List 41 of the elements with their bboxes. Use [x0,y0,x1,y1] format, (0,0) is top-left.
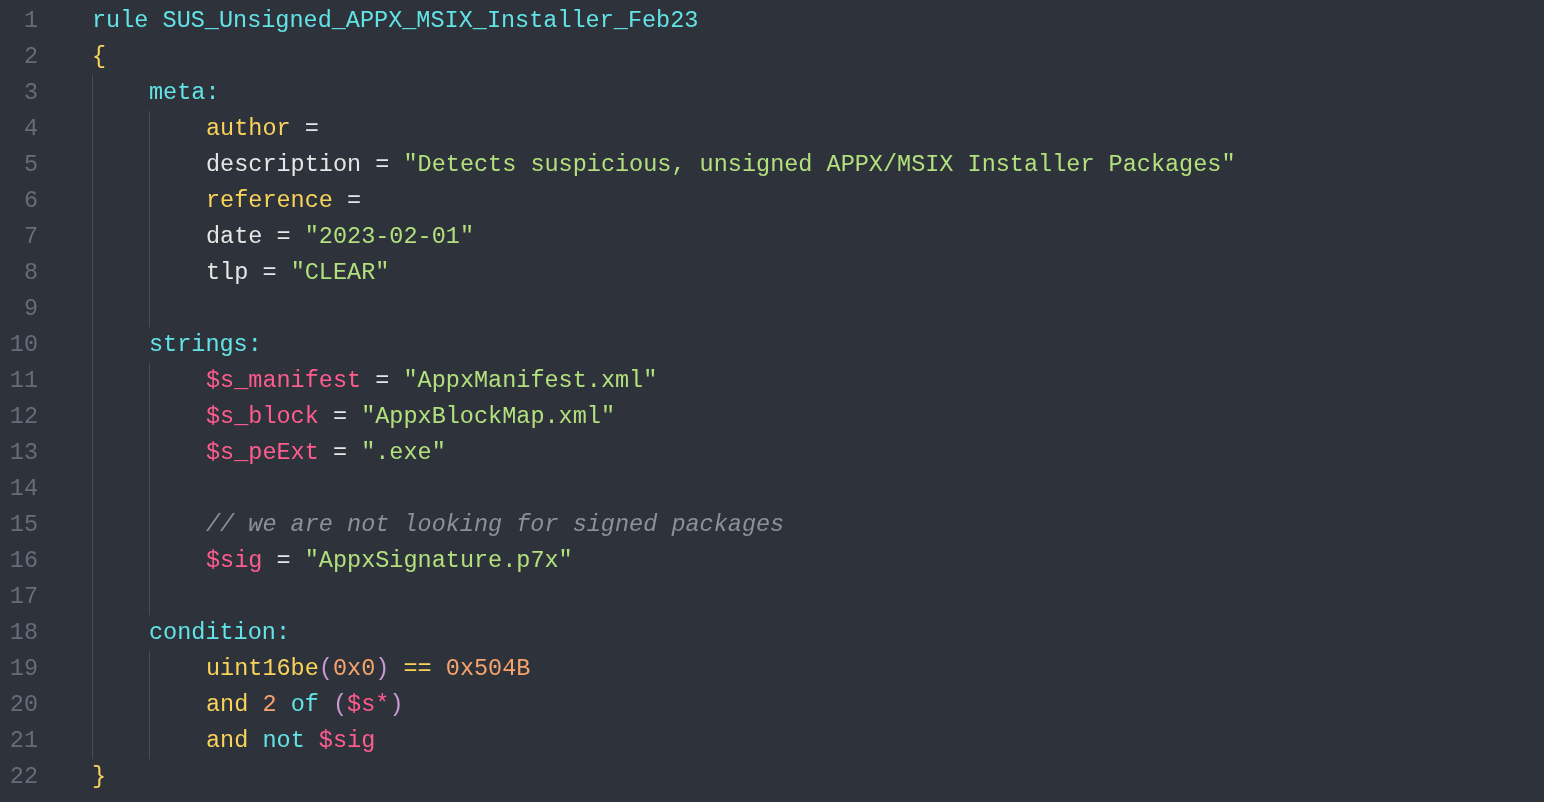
code-line: author = [206,114,319,144]
line-number: 17 [9,582,38,612]
code-line: meta: [149,78,220,108]
code-line: $s_block = "AppxBlockMap.xml" [206,402,615,432]
line-number: 21 [9,726,38,756]
code-line: // we are not looking for signed packages [206,510,785,540]
code-line: date = "2023-02-01" [206,222,474,252]
code-line: $s_peExt = ".exe" [206,438,446,468]
line-number: 6 [23,186,38,216]
line-number: 1 [23,6,38,36]
code-line: and not $sig [206,726,376,756]
line-number: 13 [9,438,38,468]
line-number: 12 [9,402,38,432]
line-number: 10 [9,330,38,360]
code-line: $sig = "AppxSignature.p7x" [206,546,573,576]
code-line: strings: [149,330,262,360]
line-number: 2 [23,42,38,72]
line-number: 18 [9,618,38,648]
line-number: 9 [23,294,38,324]
line-number: 5 [23,150,38,180]
line-number: 19 [9,654,38,684]
line-number: 4 [23,114,38,144]
code-line: $s_manifest = "AppxManifest.xml" [206,366,658,396]
line-number: 20 [9,690,38,720]
code-line: tlp = "CLEAR" [206,258,390,288]
line-number: 7 [23,222,38,252]
line-number: 8 [23,258,38,288]
line-number: 22 [9,762,38,792]
code-line: condition: [149,618,291,648]
code-line: } [92,762,107,792]
line-number: 3 [23,78,38,108]
code-line: and 2 of ($s*) [206,690,404,720]
line-number: 16 [9,546,38,576]
code-line: rule SUS_Unsigned_APPX_MSIX_Installer_Feb23 [92,6,699,36]
code-line: description = "Detects suspicious, unsigned APPX/MSIX Installer Packages" [206,150,1236,180]
line-number: 15 [9,510,38,540]
line-number: 11 [9,366,38,396]
code-line: reference = [206,186,362,216]
line-number: 14 [9,474,38,504]
code-line: { [92,42,107,72]
code-line: uint16be(0x0) == 0x504B [206,654,531,684]
